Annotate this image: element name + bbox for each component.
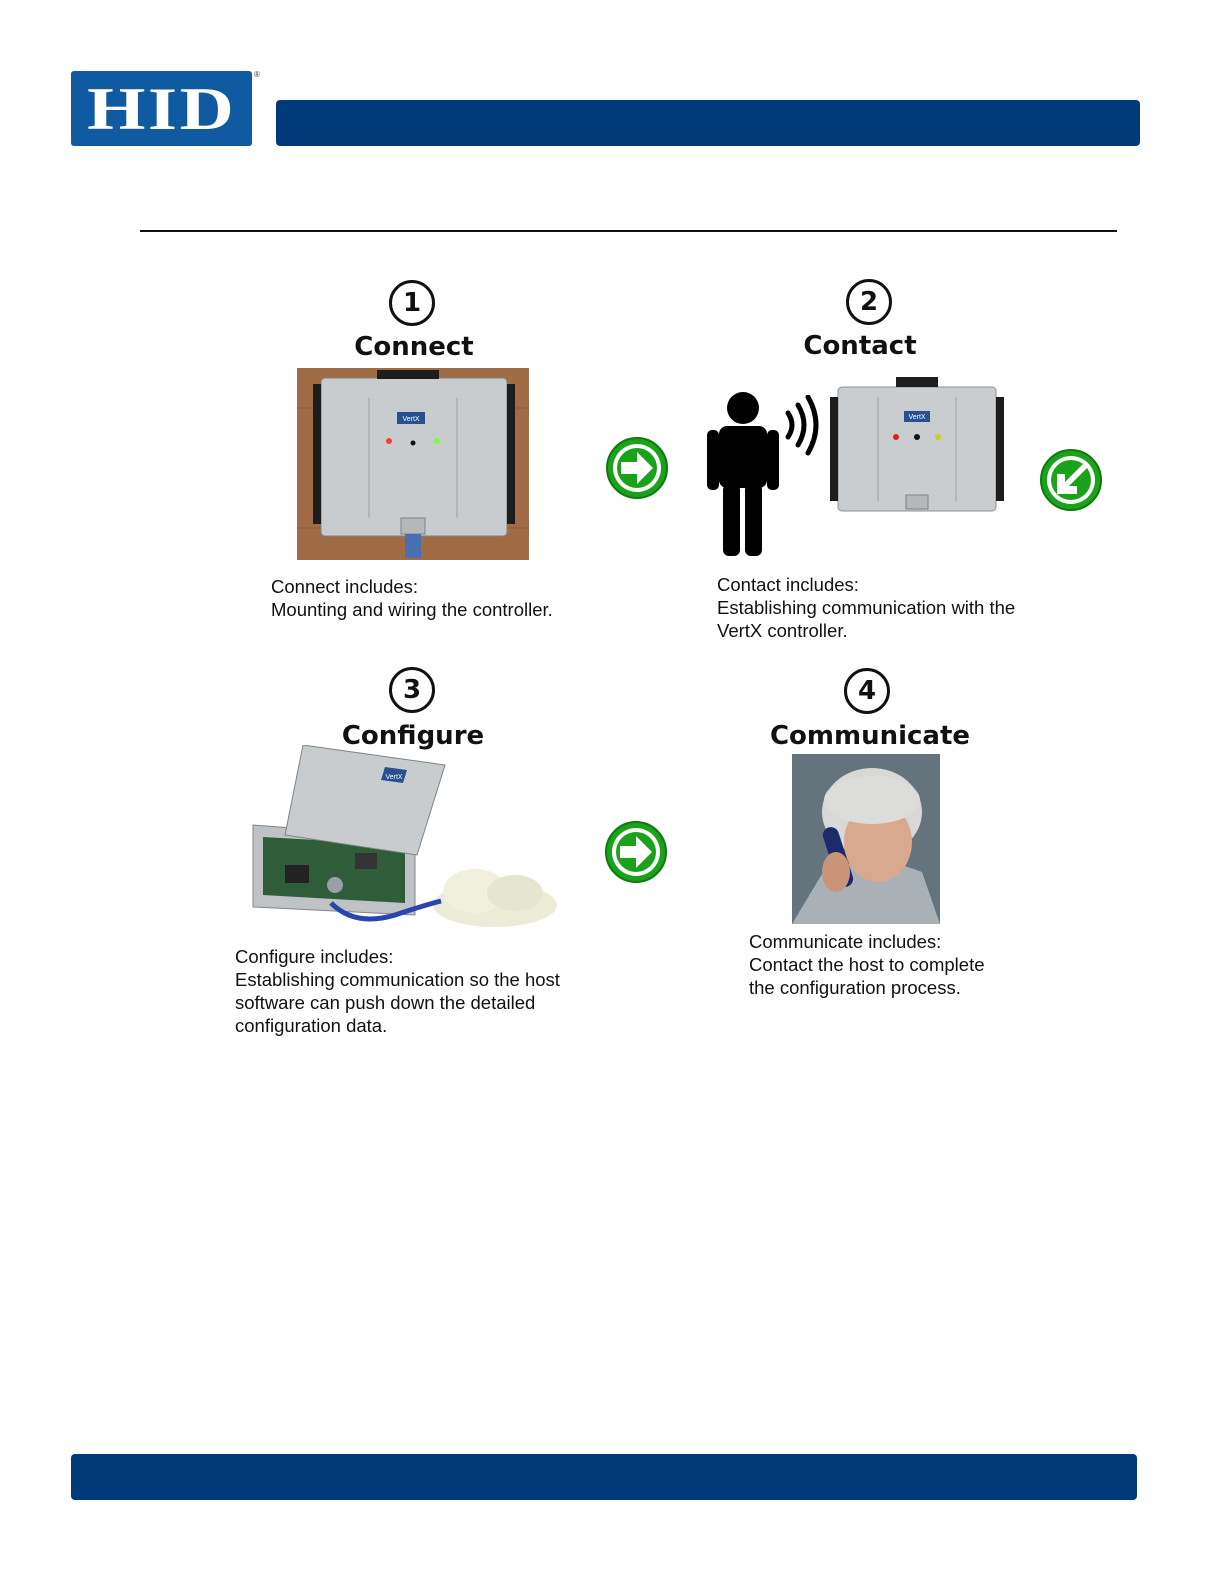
step-4-desc-line: Contact the host to complete xyxy=(749,954,985,975)
step-3-desc-line: Establishing communication so the host xyxy=(235,969,560,990)
configure-image: VertX xyxy=(245,744,575,940)
signal-waves-icon xyxy=(785,395,819,456)
right-arrow-icon xyxy=(606,437,668,499)
step-2-title: Contact xyxy=(803,331,917,361)
phone-photo-drawing xyxy=(792,754,940,924)
right-arrow-icon xyxy=(605,821,667,883)
step-1-title: Connect xyxy=(354,332,474,362)
registered-mark: ® xyxy=(254,70,260,79)
configure-drawing: VertX xyxy=(252,744,557,927)
step-4-number: 4 xyxy=(844,668,890,714)
step-4-title: Communicate xyxy=(769,721,971,751)
step-2-desc-line: VertX controller. xyxy=(717,620,848,641)
header-bar xyxy=(276,100,1140,146)
configure-controller-brand: VertX xyxy=(385,774,402,781)
step-3-number: 3 xyxy=(389,667,435,713)
step-4-desc-line: Communicate includes: xyxy=(749,931,942,952)
step-4-description: Communicate includes: Contact the host t… xyxy=(749,930,985,999)
step-1-desc-line: Connect includes: xyxy=(271,576,419,597)
step-3-desc-line: Configure includes: xyxy=(235,946,394,967)
step-3-desc-line: configuration data. xyxy=(235,1015,388,1036)
person-icon xyxy=(707,392,779,556)
logo-text: HID xyxy=(86,75,237,142)
step-1-desc-line: Mounting and wiring the controller. xyxy=(271,599,553,620)
hid-logo: HID xyxy=(71,71,252,146)
contact-controller-brand: VertX xyxy=(908,414,925,421)
connect-photo: VertX xyxy=(297,368,529,560)
down-left-arrow-icon xyxy=(1040,449,1102,511)
step-2-desc-line: Establishing communication with the xyxy=(717,597,1016,618)
step-2-number: 2 xyxy=(846,279,892,325)
step-1-number: 1 xyxy=(389,280,435,326)
step-4-desc-line: the configuration process. xyxy=(749,977,961,998)
contact-controller-drawing: VertX xyxy=(830,377,1004,512)
connect-photo-brand: VertX xyxy=(402,416,419,423)
contact-controller-image: VertX xyxy=(828,377,1006,517)
step-3-desc-line: software can push down the detailed xyxy=(235,992,536,1013)
footer-bar xyxy=(71,1454,1137,1500)
step-2-desc-line: Contact includes: xyxy=(717,574,859,595)
person-on-phone-photo xyxy=(792,754,940,924)
step-3-description: Configure includes: Establishing communi… xyxy=(235,945,560,1037)
step-1-description: Connect includes: Mounting and wiring th… xyxy=(271,575,553,621)
step-2-description: Contact includes: Establishing communica… xyxy=(717,573,1015,642)
step-3-title: Configure xyxy=(341,721,485,751)
header-rule xyxy=(140,230,1117,232)
connect-photo-drawing: VertX xyxy=(297,368,529,560)
